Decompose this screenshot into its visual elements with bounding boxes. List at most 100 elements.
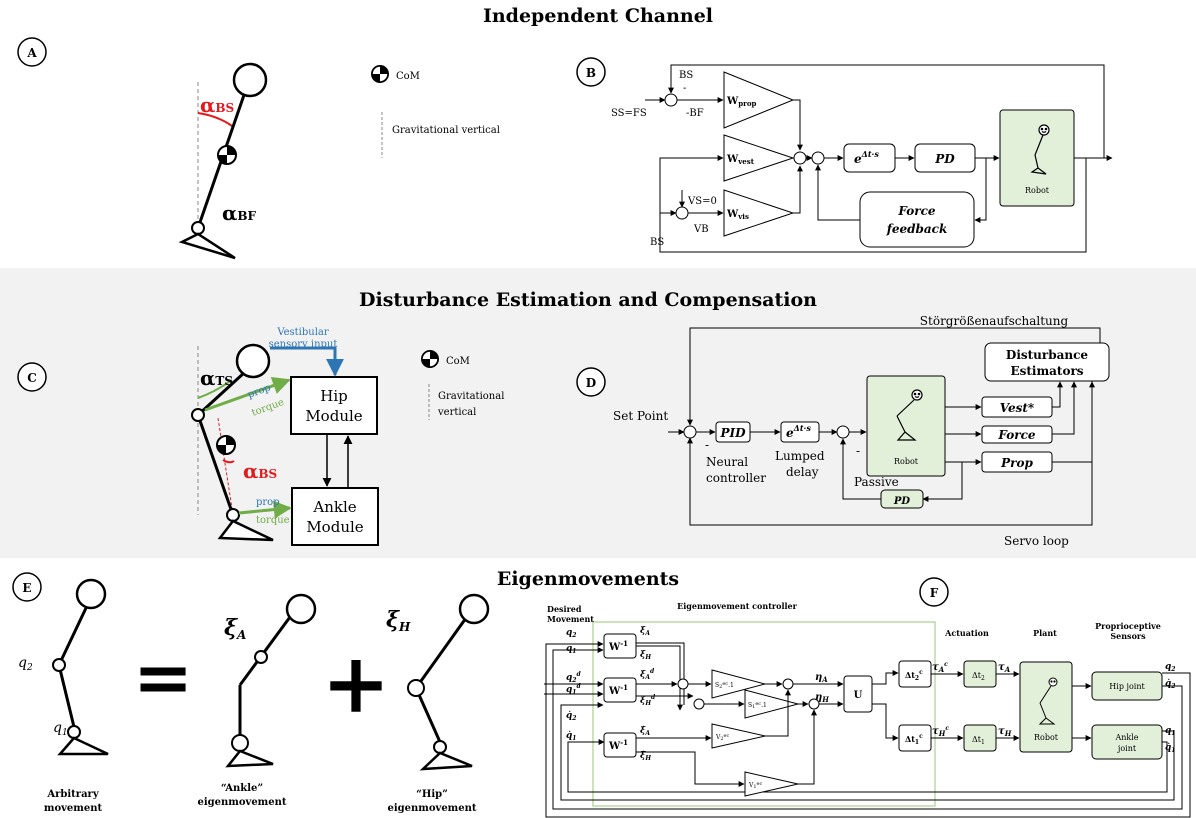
force-feedback-l2: feedback <box>886 222 948 236</box>
xi-h-label-f: ξH <box>640 650 651 661</box>
xi-a-label-f: ξA <box>640 626 650 637</box>
q2d-input-label: q2d <box>566 671 581 684</box>
q2-output-label: q2 <box>1165 662 1175 673</box>
desired-movement-l1: Desired <box>547 604 582 614</box>
robot-label-f: Robot <box>1034 733 1059 742</box>
section-title-independent-channel: Independent Channel <box>483 5 713 27</box>
q1-input-label: q1 <box>566 644 576 655</box>
proprio-sensors-l2: Sensors <box>1110 631 1146 641</box>
panel-b-diagram <box>645 64 1113 253</box>
passive-label: Passive <box>854 475 899 489</box>
panel-c-figure <box>191 343 379 546</box>
force-feedback-l1: Force <box>897 204 935 218</box>
minus-sign-b1: - <box>683 83 686 94</box>
hip-module-l2: Module <box>305 407 362 425</box>
svg-text:B: B <box>586 66 596 80</box>
panel-label-b: B <box>576 57 606 87</box>
grav-label-c-l2: vertical <box>437 407 476 418</box>
caption-ankle-l1: “Ankle” <box>221 783 263 794</box>
panel-f-diagram <box>544 621 1191 818</box>
ankle-module-l1: Ankle <box>312 498 356 516</box>
section-title-disturbance: Disturbance Estimation and Compensation <box>359 289 817 311</box>
u-block: U <box>854 690 863 701</box>
xi-h-label-e: ξH <box>386 607 411 634</box>
robot-label-b: Robot <box>1025 186 1050 195</box>
minus-bf-label: -BF <box>686 108 704 119</box>
w-prop-label: Wprop <box>726 96 756 108</box>
com-legend-label: CoM <box>396 71 420 82</box>
bs-top-label: BS <box>679 70 693 81</box>
minus-sign-d1: - <box>705 438 709 452</box>
caption-ankle-l2: eigenmovement <box>197 797 286 808</box>
equals-sign: = <box>133 634 193 719</box>
q1dot-input-label: q̇1 <box>566 730 576 742</box>
disturbance-estimators-l1: Disturbance <box>1006 348 1089 362</box>
torque-label-ankle: torque <box>256 515 290 526</box>
stoergroesse-label: Störgrößenaufschaltung <box>920 314 1069 328</box>
com-legend-icon-c <box>421 350 439 368</box>
delay-block-b: eΔt·s <box>854 149 879 166</box>
dt2c-block: Δt2c <box>905 669 923 682</box>
panel-label-a: A <box>17 37 47 67</box>
s2-gain: S2ec.1 <box>715 681 734 690</box>
winv-block-3: W-1 <box>608 738 628 752</box>
pd-block-b: PD <box>934 152 955 166</box>
svg-text:E: E <box>22 581 31 595</box>
force-block: Force <box>997 428 1035 442</box>
caption-hip-l1: “Hip” <box>416 789 448 800</box>
set-point-label: Set Point <box>613 409 668 423</box>
svg-text:A: A <box>26 46 37 60</box>
caption-arbitrary-l2: movement <box>44 803 103 814</box>
ankle-joint-sensor-l2: joint <box>1117 744 1137 753</box>
pid-block: PID <box>719 426 746 440</box>
winv-block-1: W-1 <box>608 639 628 653</box>
w-vest-label: Wvest <box>726 154 755 166</box>
v1-gain: V1ec <box>748 781 762 790</box>
prop-label-ankle: prop <box>256 497 280 508</box>
panel-label-d: D <box>576 367 606 397</box>
disturbance-estimators-l2: Estimators <box>1010 364 1083 378</box>
q2dot-input-label: q̇2 <box>566 710 576 722</box>
pd-block-d: PD <box>893 496 911 507</box>
panel-e-figures <box>52 578 490 771</box>
grav-label-c-l1: Gravitational <box>438 391 504 402</box>
desired-movement-l2: Movement <box>547 614 594 624</box>
q2dot-output-label: q̇2 <box>1165 678 1175 690</box>
neural-controller-l1: Neural <box>706 455 748 469</box>
alpha-bs-label-c: αBS <box>243 459 277 483</box>
eta-a-label: ηA <box>815 672 828 684</box>
lumped-delay-l2: delay <box>786 465 819 479</box>
panel-label-e: E <box>12 572 42 602</box>
panel-a-figure <box>178 62 268 260</box>
alpha-bf-label: αBF <box>222 201 257 225</box>
ss-fs-label: SS=FS <box>611 108 647 119</box>
caption-hip-l2: eigenmovement <box>387 803 476 814</box>
panel-label-c: C <box>17 362 47 392</box>
hip-module-l1: Hip <box>320 387 347 405</box>
caption-arbitrary-l1: Arbitrary <box>46 789 99 800</box>
xi-hdot-label-f: ξ̇H <box>640 750 651 762</box>
lumped-delay-l1: Lumped <box>775 449 825 463</box>
xi-adot-label-f: ξ̇A <box>640 725 650 737</box>
robot-icon-d <box>896 389 923 441</box>
robot-label-d: Robot <box>894 457 919 466</box>
plus-sign: + <box>322 636 391 732</box>
tau-a-label: τA <box>998 662 1011 674</box>
vb-label: VB <box>693 224 709 235</box>
vest-block: Vest* <box>1000 401 1035 415</box>
vestibular-label-l2: sensory input <box>269 339 338 350</box>
delay-block-d: eΔt·s <box>786 423 811 440</box>
w-vis-label: Wvis <box>726 209 749 221</box>
q2-label-e: q2 <box>18 655 33 673</box>
eta-h-label: ηH <box>815 692 829 704</box>
tau-h-label: τH <box>998 726 1012 738</box>
alpha-bs-label: αBS <box>200 93 234 117</box>
svg-text:F: F <box>930 586 939 600</box>
q1dot-output-label: q̇1 <box>1165 742 1175 754</box>
q2-input-label: q2 <box>566 628 576 639</box>
panel-d-diagram <box>668 327 1110 526</box>
com-legend-icon <box>371 65 389 83</box>
s1-gain: S1ec.1 <box>748 701 767 710</box>
section-title-eigenmovements: Eigenmovements <box>497 568 679 590</box>
